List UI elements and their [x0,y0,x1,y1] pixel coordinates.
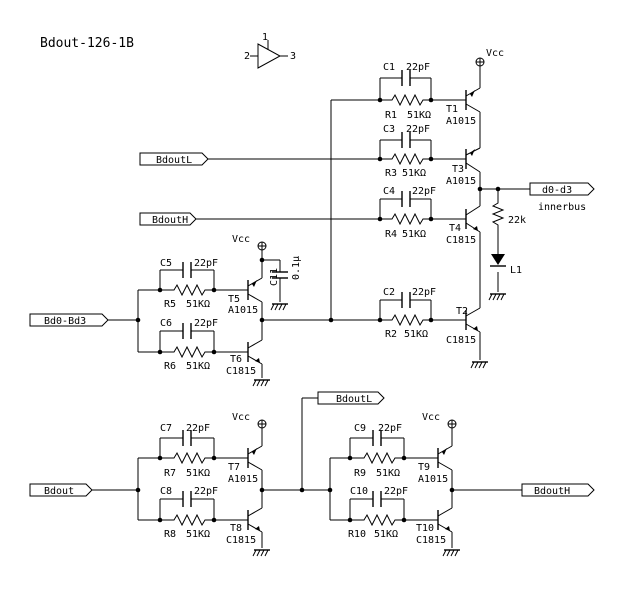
t4-part: C1815 [446,235,476,246]
r5-value: 51KΩ [186,299,210,310]
vcc-symbols [257,57,485,429]
buffer-pin-2: 2 [244,51,250,62]
r4-ref: R4 [385,229,397,240]
c7-ref: C7 [160,423,172,434]
c1-ref: C1 [383,62,395,73]
vcc-label-t1: Vcc [486,48,504,59]
c10-ref: C10 [350,486,368,497]
vcc-label-t7: Vcc [232,412,250,423]
t4-ref: T4 [449,223,461,234]
t8-ref: T8 [230,523,242,534]
lower-wiring [92,397,522,548]
t7-part: A1015 [228,474,258,485]
c7-value: 22pF [186,423,210,434]
port-shapes [29,152,595,497]
buffer-symbol: 1 2 3 [244,32,296,69]
c4-ref: C4 [383,186,395,197]
c4-value: 22pF [412,186,436,197]
r9-ref: R9 [354,468,366,479]
c8-value: 22pF [194,486,218,497]
t6-part: C1815 [226,366,256,377]
port-bdouth-in: BdoutH [152,215,188,226]
t10-part: C1815 [416,535,446,546]
c3-value: 22pF [406,124,430,135]
r10-ref: R10 [348,529,366,540]
t9-ref: T9 [418,462,430,473]
r6-value: 51KΩ [186,361,210,372]
c9-ref: C9 [354,423,366,434]
innerbus-label: innerbus [538,202,586,213]
r5-ref: R5 [164,299,176,310]
r2-ref: R2 [385,329,397,340]
r10-value: 51KΩ [374,529,398,540]
vcc-label-t5: Vcc [232,234,250,245]
buffer-pin-1: 1 [262,32,268,43]
r8-value: 51KΩ [186,529,210,540]
port-bdoutl-in: BdoutL [156,155,192,166]
t1-ref: T1 [446,104,458,115]
t7-ref: T7 [228,462,240,473]
r22k-value: 22k [508,215,526,226]
r4-value: 51KΩ [402,229,426,240]
t3-part: A1015 [446,176,476,187]
c8-ref: C8 [160,486,172,497]
r3-value: 51KΩ [402,168,426,179]
c2-ref: C2 [383,287,395,298]
r1-ref: R1 [385,110,397,121]
upper-wiring [108,66,530,378]
c2-value: 22pF [412,287,436,298]
rc-pairs [157,70,434,527]
c3-ref: C3 [383,124,395,135]
r2-value: 51KΩ [404,329,428,340]
t1-part: A1015 [446,116,476,127]
schematic-title: Bdout-126-1B [40,36,134,51]
r8-ref: R8 [164,529,176,540]
t2-part: C1815 [446,335,476,346]
resistor-22k [491,200,505,228]
transistor-symbols [247,87,481,533]
led-l1 [490,250,506,267]
t10-ref: T10 [416,523,434,534]
t5-ref: T5 [228,294,240,305]
c5-value: 22pF [194,258,218,269]
c11-value: 0.1μ [291,256,302,280]
capacitor-c11 [272,271,288,279]
r7-value: 51KΩ [186,468,210,479]
port-d0-d3: d0-d3 [542,185,572,196]
c9-value: 22pF [378,423,402,434]
port-bdoutl-out: BdoutL [336,394,372,405]
led-ref: L1 [510,265,522,276]
r1-value: 51KΩ [407,110,431,121]
t9-part: A1015 [418,474,448,485]
buffer-pin-3: 3 [290,51,296,62]
c10-value: 22pF [384,486,408,497]
c6-value: 22pF [194,318,218,329]
r7-ref: R7 [164,468,176,479]
r6-ref: R6 [164,361,176,372]
c1-value: 22pF [406,62,430,73]
port-bdout: Bdout [44,486,74,497]
t8-part: C1815 [226,535,256,546]
c11-ref: C11 [269,268,280,286]
t6-ref: T6 [230,354,242,365]
r9-value: 51KΩ [376,468,400,479]
c6-ref: C6 [160,318,172,329]
ground-symbols [252,293,506,557]
c5-ref: C5 [160,258,172,269]
t5-part: A1015 [228,305,258,316]
r3-ref: R3 [385,168,397,179]
port-bd0-bd3: Bd0-Bd3 [44,316,86,327]
port-bdouth-out: BdoutH [534,486,570,497]
t2-ref: T2 [456,306,468,317]
t3-ref: T3 [452,164,464,175]
junction-dots [135,186,501,493]
vcc-label-t9: Vcc [422,412,440,423]
